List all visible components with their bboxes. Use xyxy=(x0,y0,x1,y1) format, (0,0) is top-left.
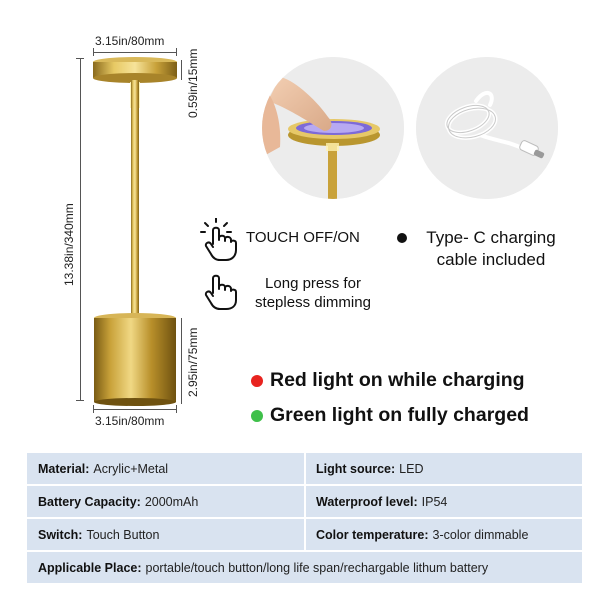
spec-battery-label: Battery Capacity: xyxy=(38,494,141,509)
base-height-label: 2.95in/75mm xyxy=(186,327,200,397)
long-press-hand-icon xyxy=(204,274,237,310)
feature-long-press: Long press for stepless dimming xyxy=(240,274,386,312)
spec-battery: Battery Capacity: 2000mAh xyxy=(38,486,198,517)
spec-color-temp-label: Color temperature: xyxy=(316,527,429,542)
feature-long-press-line2: stepless dimming xyxy=(255,294,371,311)
spec-row-2: Battery Capacity: 2000mAh Waterproof lev… xyxy=(27,486,582,517)
total-height-tick-top xyxy=(76,58,84,59)
spec-light-source: Light source: LED xyxy=(316,453,424,484)
spec-divider xyxy=(304,519,306,550)
feature-long-press-line1: Long press for xyxy=(265,275,361,292)
total-height-tick-bottom xyxy=(76,400,84,401)
lamp-pole xyxy=(131,80,139,320)
total-height-line xyxy=(80,58,81,400)
spec-switch: Switch: Touch Button xyxy=(38,519,159,550)
typec-bullet xyxy=(397,233,407,243)
head-height-label: 0.59in/15mm xyxy=(186,48,200,118)
spec-waterproof-label: Waterproof level: xyxy=(316,494,418,509)
spec-light-source-label: Light source: xyxy=(316,461,396,476)
spec-color-temp-value: 3-color dimmable xyxy=(432,527,529,542)
head-height-line xyxy=(181,60,182,80)
cable-photo xyxy=(416,57,558,199)
spec-waterproof: Waterproof level: IP54 xyxy=(316,486,447,517)
spec-row-1: Material: Acrylic+Metal Light source: LE… xyxy=(27,453,582,484)
top-width-label: 3.15in/80mm xyxy=(95,34,165,48)
spec-light-source-value: LED xyxy=(399,461,424,476)
spec-place: Applicable Place: portable/touch button/… xyxy=(38,552,488,583)
red-indicator-dot xyxy=(251,375,263,387)
green-indicator-text: Green light on fully charged xyxy=(270,404,529,426)
base-height-line xyxy=(181,318,182,404)
spec-row-3: Switch: Touch Button Color temperature: … xyxy=(27,519,582,550)
spec-divider xyxy=(304,486,306,517)
lamp-base xyxy=(94,318,176,402)
feature-touch-text: TOUCH OFF/ON xyxy=(246,229,360,246)
spec-material-value: Acrylic+Metal xyxy=(93,461,169,476)
spec-switch-value: Touch Button xyxy=(86,527,160,542)
green-indicator-dot xyxy=(251,410,263,422)
spec-material: Material: Acrylic+Metal xyxy=(38,453,168,484)
spec-waterproof-value: IP54 xyxy=(421,494,448,509)
top-width-tick-left xyxy=(93,48,94,56)
top-width-tick-right xyxy=(176,48,177,56)
touch-hand-icon xyxy=(200,218,237,261)
feature-typec: Type- C charging cable included xyxy=(410,227,572,271)
spec-material-label: Material: xyxy=(38,461,90,476)
bottom-width-label: 3.15in/80mm xyxy=(95,414,165,428)
feature-typec-line1: Type- C charging xyxy=(426,228,556,247)
bottom-width-line xyxy=(93,409,176,410)
spec-row-4: Applicable Place: portable/touch button/… xyxy=(27,552,582,583)
feature-touch: TOUCH OFF/ON xyxy=(246,228,360,247)
bottom-width-tick-left xyxy=(93,405,94,413)
spec-place-label: Applicable Place: xyxy=(38,560,142,575)
spec-place-value: portable/touch button/long life span/rec… xyxy=(145,560,489,575)
spec-color-temp: Color temperature: 3-color dimmable xyxy=(316,519,528,550)
spec-divider xyxy=(304,453,306,484)
bottom-width-tick-right xyxy=(176,405,177,413)
lamp-head-bottom xyxy=(93,73,177,83)
top-width-line xyxy=(93,52,176,53)
lamp-base-bottom xyxy=(94,398,176,406)
spec-switch-label: Switch: xyxy=(38,527,83,542)
total-height-label: 13.38in/340mm xyxy=(62,203,76,286)
touch-photo xyxy=(262,57,404,199)
feature-typec-line2: cable included xyxy=(436,250,546,269)
red-indicator-text: Red light on while charging xyxy=(270,369,525,391)
lamp-illustration xyxy=(93,57,177,406)
spec-battery-value: 2000mAh xyxy=(144,494,199,509)
